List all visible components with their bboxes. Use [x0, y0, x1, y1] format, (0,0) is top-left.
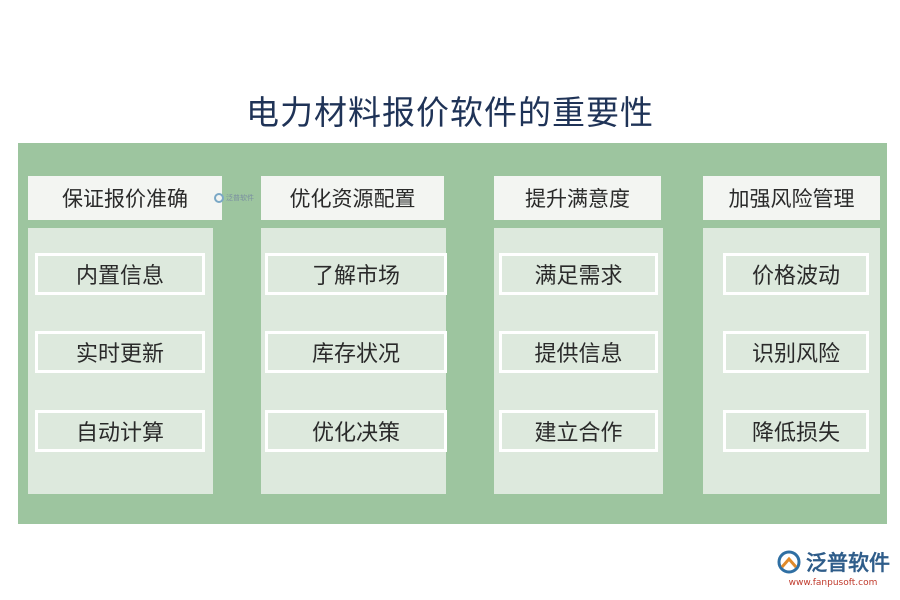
- column-heading: 优化资源配置: [261, 176, 444, 220]
- column-heading: 提升满意度: [494, 176, 661, 220]
- brand-name: 泛普软件: [806, 551, 890, 575]
- watermark-icon: [214, 193, 224, 203]
- column-heading: 保证报价准确: [28, 176, 222, 220]
- column-item: 提供信息: [499, 331, 658, 373]
- column-item: 识别风险: [723, 331, 869, 373]
- brand-url: www.fanpusoft.com: [788, 578, 878, 588]
- column-heading: 加强风险管理: [703, 176, 880, 220]
- column-item: 满足需求: [499, 253, 658, 295]
- column-item: 建立合作: [499, 410, 658, 452]
- column-item: 库存状况: [265, 331, 447, 373]
- column-item: 实时更新: [35, 331, 205, 373]
- watermark-logo: 泛普软件: [214, 191, 254, 205]
- column-body: 满足需求 提供信息 建立合作: [494, 228, 663, 494]
- column-body: 了解市场 库存状况 优化决策: [261, 228, 447, 494]
- column-item: 价格波动: [723, 253, 869, 295]
- column-body: 价格波动 识别风险 降低损失: [703, 228, 880, 494]
- column-item: 了解市场: [265, 253, 447, 295]
- column-item: 自动计算: [35, 410, 205, 452]
- column-item: 降低损失: [723, 410, 869, 452]
- main-panel: 保证报价准确 内置信息 实时更新 自动计算 泛普软件 优化资源配置 了解市场 库…: [18, 143, 887, 524]
- fanpu-logo-icon: [777, 550, 801, 574]
- column-body: 内置信息 实时更新 自动计算: [28, 228, 213, 494]
- column-item: 内置信息: [35, 253, 205, 295]
- watermark-text: 泛普软件: [226, 194, 254, 202]
- diagram-title: 电力材料报价软件的重要性: [246, 93, 654, 132]
- brand-logo: 泛普软件 www.fanpusoft.com: [776, 547, 890, 588]
- column-item: 优化决策: [265, 410, 447, 452]
